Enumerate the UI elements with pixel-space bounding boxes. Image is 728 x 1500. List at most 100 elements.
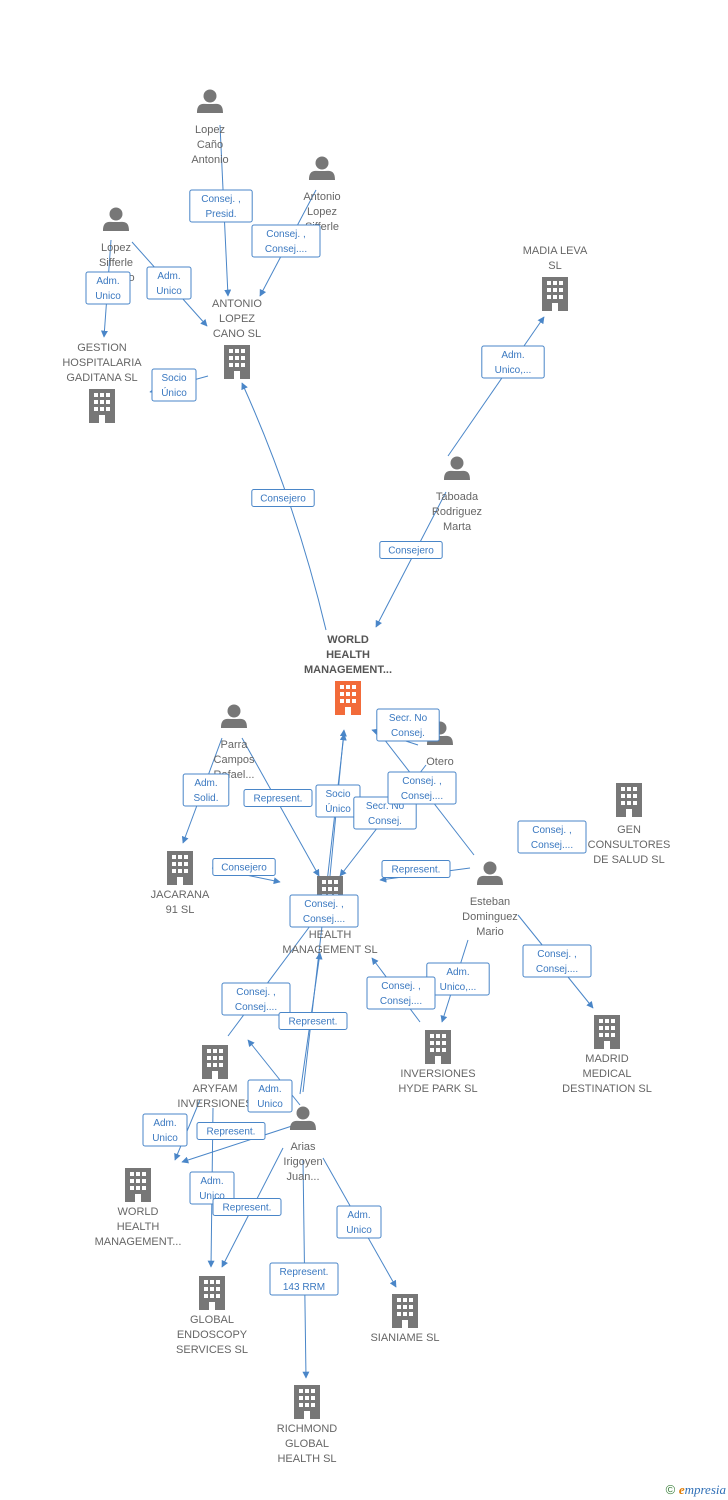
edge-label[interactable]: Consej. ,Consej.... [517, 820, 587, 854]
building-icon [616, 783, 642, 817]
edge-label-text: Unico [257, 1099, 283, 1110]
edge-label-text: Represent. [223, 1203, 272, 1214]
node-label: SERVICES SL [176, 1344, 248, 1356]
edge-label[interactable]: Consej. ,Consej.... [366, 976, 436, 1010]
edges-layer [100, 124, 594, 1379]
edge-label-box [196, 1122, 266, 1140]
edge-label[interactable]: Adm.Unico,... [426, 962, 490, 996]
edge-label[interactable]: Adm.Unico,... [481, 345, 545, 379]
node-label: GLOBAL [190, 1314, 234, 1326]
edge-label[interactable]: Consejero [212, 858, 276, 876]
edge-label-box [387, 771, 457, 805]
edge-label[interactable]: Adm. Unico [142, 1113, 188, 1147]
edge-label[interactable]: Consejero [379, 541, 443, 559]
edge-label[interactable]: Represent.143 RRM [269, 1262, 339, 1296]
edge-label-box [336, 1205, 382, 1239]
edge-label-text: Consej.... [380, 996, 422, 1007]
edge-label-text: Consej.... [303, 914, 345, 925]
node-world_health_3[interactable]: WORLDHEALTHMANAGEMENT... [95, 1168, 182, 1248]
edge-label[interactable]: Adm.Unico [247, 1079, 293, 1113]
edge-label[interactable]: Represent. [381, 860, 451, 878]
edge-label-text: Adm. [194, 778, 217, 789]
node-sianiame[interactable]: SIANIAME SL [370, 1294, 440, 1344]
edge-label-box [221, 982, 291, 1016]
edge-arias-to-world_health_3 [181, 1125, 293, 1164]
edge-label[interactable]: Represent. [212, 1198, 282, 1216]
node-label: RICHMOND [277, 1423, 338, 1435]
edge-label[interactable]: Consej. ,Presid. [189, 189, 253, 223]
building-icon [125, 1168, 151, 1202]
node-label: Dominguez [462, 911, 518, 923]
edge-label[interactable]: Adm.Unico [336, 1205, 382, 1239]
edge-label-text: Unico [156, 286, 182, 297]
edge-label[interactable]: Adm. Unico [146, 266, 192, 300]
edge-label-text: Unico,... [440, 982, 477, 993]
edge-label-box [381, 860, 451, 878]
node-world_health_main[interactable]: WORLDHEALTHMANAGEMENT... [304, 634, 392, 715]
node-label: ARYFAM [192, 1083, 237, 1095]
node-label: Parra [221, 739, 249, 751]
edge-label-box [142, 1113, 188, 1147]
edge-label[interactable]: Adm.Unico [189, 1171, 235, 1205]
edge-label[interactable]: Consejero [251, 489, 315, 507]
node-label: MEDICAL [583, 1068, 632, 1080]
building-icon [294, 1385, 320, 1419]
node-label: Antonio [191, 154, 228, 166]
brand-logo[interactable]: empresia [679, 1482, 726, 1497]
node-label: LOPEZ [219, 313, 255, 325]
edge-label-box [353, 796, 417, 830]
edge-label-box [251, 489, 315, 507]
edge-label[interactable]: Represent. [243, 789, 313, 807]
edge-label[interactable]: Represent. [278, 1012, 348, 1030]
edge-label[interactable]: Consej. ,Consej.... [251, 224, 321, 258]
node-label: HYDE PARK SL [398, 1083, 477, 1095]
edge-label-text: Adm. [153, 1118, 176, 1129]
edge-label[interactable]: Represent. [196, 1122, 266, 1140]
edge-label[interactable]: Consej. ,Consej.... [387, 771, 457, 805]
edge-label[interactable]: Consej. ,Consej.... [522, 944, 592, 978]
building-icon [167, 851, 193, 885]
edge-label[interactable]: Adm.Solid. [182, 773, 230, 807]
node-arias[interactable]: AriasIrigoyenJuan... [283, 1106, 323, 1184]
edge-label-box [251, 224, 321, 258]
edge-label-text: Consej. , [402, 776, 441, 787]
edge-taboada-to-madia_leva [447, 316, 545, 457]
node-label: HEALTH [117, 1221, 160, 1233]
edge-label-text: Adm. [157, 271, 180, 282]
edge-label-text: Adm. [501, 350, 524, 361]
edge-label[interactable]: Consej. ,Consej.... [221, 982, 291, 1016]
node-label: 91 SL [166, 904, 195, 916]
edge-label-box [212, 1198, 282, 1216]
edge-label-text: Unico [152, 1133, 178, 1144]
node-label: Lopez [195, 124, 225, 136]
edge-label[interactable]: Adm.Unico [85, 271, 131, 305]
edge-aryfam-to-world_health_sl [227, 917, 317, 1037]
node-label: GADITANA SL [66, 372, 137, 384]
edge-label-text: Consejero [388, 546, 434, 557]
node-label: Antonio [303, 191, 340, 203]
person-icon [290, 1106, 316, 1130]
building-icon [594, 1015, 620, 1049]
person-icon [477, 861, 503, 885]
node-parra[interactable]: ParraCamposRafael... [214, 704, 255, 782]
edge-label[interactable]: Consej. ,Consej.... [289, 894, 359, 928]
node-label: GESTION [77, 342, 127, 354]
